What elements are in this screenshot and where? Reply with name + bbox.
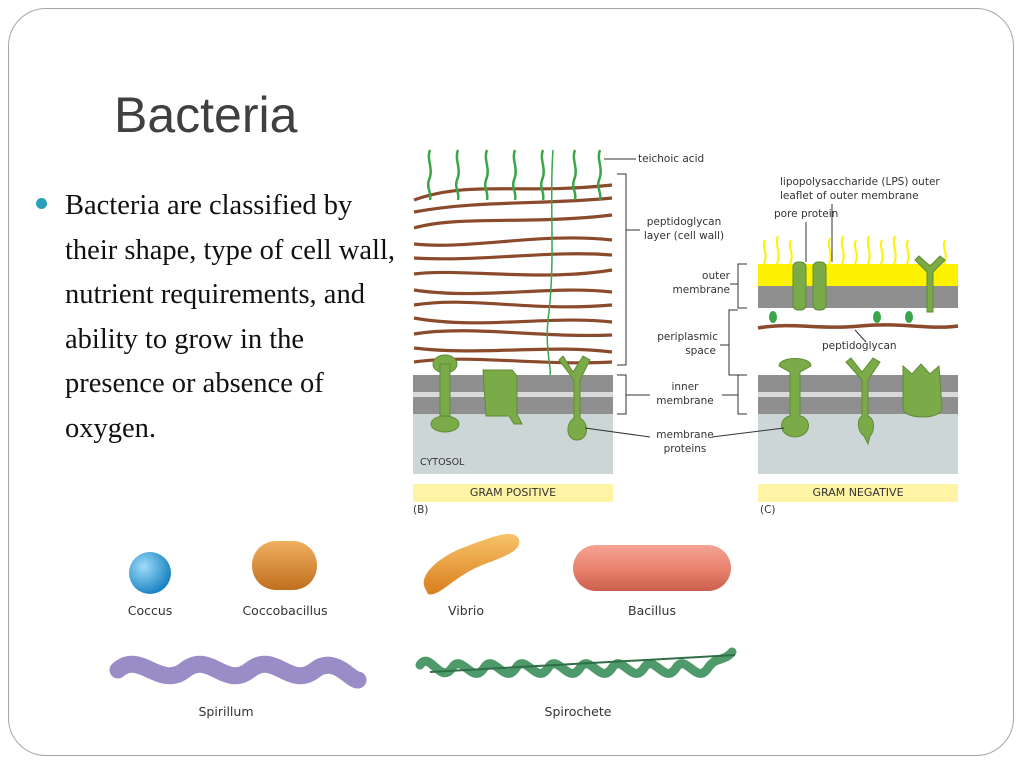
coccus-label: Coccus [127,603,173,618]
lps-label-2: leaflet of outer membrane [780,190,919,202]
gram-positive-peptidoglycan [413,183,613,365]
spirochete-axial-filament [429,654,736,673]
inner-membrane-label-2: membrane [656,395,714,407]
peptidoglycan-layer-label-2: layer (cell wall) [643,230,725,242]
vibrio-label: Vibrio [448,603,484,618]
cytosol-label: CYTOSOL [420,457,465,468]
panel-b-letter: (B) [413,504,429,516]
bacillus-shape [573,545,731,591]
panel-c-letter: (C) [760,504,776,516]
bacillus-label: Bacillus [628,603,676,618]
coccobacillus-label: Coccobacillus [242,603,328,618]
label-leaders [584,158,867,438]
peptidoglycan-layer-label-1: peptidoglycan [646,216,722,228]
bullet-text: Bacteria are classified by their shape, … [65,190,396,444]
spirochete-label: Spirochete [544,704,612,719]
membrane-proteins-label-1: membrane [656,429,714,441]
lps-outer-leaflet [758,264,958,286]
periplasmic-space-label-1: periplasmic [657,331,718,343]
coccobacillus-shape [252,541,317,590]
gram-positive-membrane-proteins [430,354,591,441]
outer-membrane-inner-leaflet [758,286,958,308]
pore-protein [792,255,946,313]
gram-negative-banner: GRAM NEGATIVE [758,484,958,502]
outer-membrane-label-2: membrane [672,284,730,296]
spirillum-shape [109,655,367,689]
peptidoglycan-label: peptidoglycan [822,340,897,352]
periplasmic-space-label-2: space [685,345,716,357]
outer-membrane-label-1: outer [702,270,730,282]
spirochete-shape [415,647,737,678]
teichoic-acid-label: teichoic acid [638,153,705,165]
lipoprotein-anchors [769,311,913,323]
membrane-proteins-label-2: proteins [663,443,707,455]
gram-negative-peptidoglycan [757,323,959,330]
pore-protein-label: pore protein [774,208,839,220]
slide-title: Bacteria [114,87,298,143]
spirillum-label: Spirillum [198,704,254,719]
lps-label-1: lipopolysaccharide (LPS) outer [780,176,940,188]
gram-positive-banner: GRAM POSITIVE [413,484,613,502]
lps-chains [762,235,947,265]
bullet-dot [36,198,47,209]
coccus-shape [129,552,171,594]
vibrio-shape [423,533,520,595]
teichoic-acid-strands [426,149,602,376]
inner-membrane-label-1: inner [671,381,699,393]
gram-negative-membrane-proteins [778,357,943,446]
